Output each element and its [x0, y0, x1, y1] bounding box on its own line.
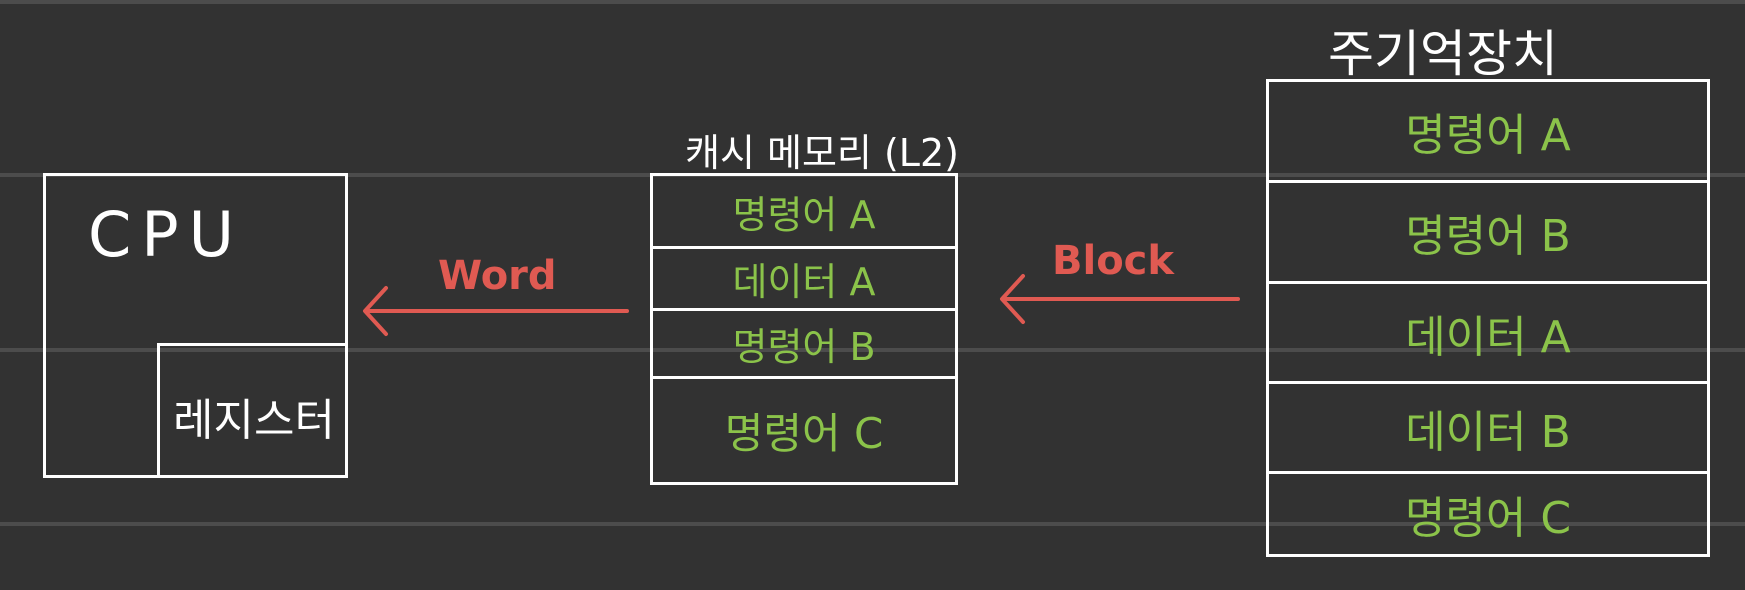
- register-box: 레지스터: [157, 343, 348, 478]
- memory-row-label: 명령어 C: [1404, 493, 1572, 544]
- memory-row: 데이터 A: [1269, 284, 1707, 384]
- memory-row: 명령어 B: [1269, 183, 1707, 284]
- ruled-line: [0, 522, 1745, 526]
- block-arrow: [1000, 274, 1240, 324]
- cache-row: 데이터 A: [653, 249, 955, 311]
- memory-row-label: 명령어 B: [1405, 211, 1571, 262]
- register-label: 레지스터: [173, 395, 335, 446]
- main-memory-title: 주기억장치: [1328, 25, 1558, 83]
- cache-title: 캐시 메모리 (L2): [685, 131, 959, 175]
- memory-row-label: 데이터 B: [1405, 406, 1571, 458]
- cache-memory-box: 명령어 A 데이터 A 명령어 B 명령어 C: [650, 173, 958, 485]
- cpu-label: CPU: [88, 198, 245, 271]
- cache-row: 명령어 C: [653, 379, 955, 482]
- word-label: Word: [438, 253, 557, 299]
- memory-row: 데이터 B: [1269, 384, 1707, 474]
- cache-row-label: 명령어 A: [732, 192, 876, 237]
- memory-row: 명령어 A: [1269, 82, 1707, 183]
- memory-row: 명령어 C: [1269, 474, 1707, 554]
- cpu-box: CPU 레지스터: [43, 173, 348, 478]
- cache-row-label: 명령어 B: [732, 325, 876, 369]
- cache-row-label: 데이터 A: [732, 260, 876, 304]
- cache-row-label: 명령어 C: [724, 409, 884, 458]
- cache-row: 명령어 B: [653, 311, 955, 379]
- block-label: Block: [1052, 238, 1174, 284]
- ruled-line: [0, 348, 1745, 352]
- memory-row-label: 명령어 A: [1405, 110, 1571, 161]
- memory-row-label: 데이터 A: [1405, 311, 1571, 363]
- word-arrow: [363, 286, 629, 336]
- main-memory-box: 명령어 A 명령어 B 데이터 A 데이터 B 명령어 C: [1266, 79, 1710, 557]
- ruled-line-top: [0, 0, 1745, 4]
- cache-row: 명령어 A: [653, 176, 955, 249]
